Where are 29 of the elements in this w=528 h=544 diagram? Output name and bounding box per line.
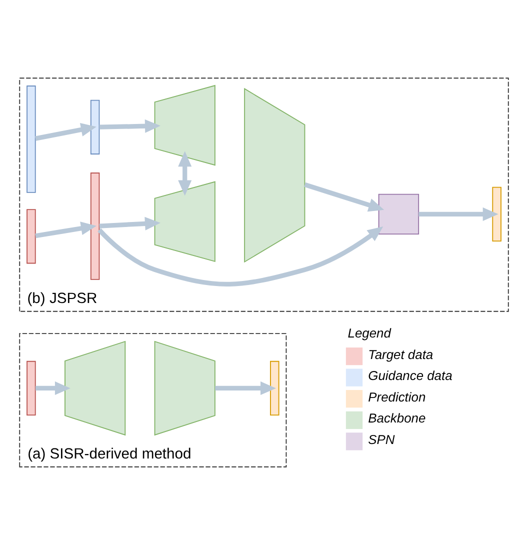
cluster: (a) SISR-derived method <box>19 332 287 467</box>
arrow <box>35 122 96 140</box>
node-bar <box>270 360 280 416</box>
node-bar <box>90 99 100 154</box>
arrow <box>98 226 384 286</box>
arrow <box>35 380 70 394</box>
arrow <box>99 118 160 132</box>
arrow <box>215 380 276 394</box>
cluster: (b) JSPSR <box>19 77 509 312</box>
arrow <box>418 206 498 220</box>
legend-label: SPN <box>368 431 395 446</box>
legend-label: Prediction <box>368 388 426 404</box>
label: Legend <box>348 324 391 340</box>
arrow <box>99 216 160 230</box>
legend-label: Backbone <box>368 410 426 426</box>
node-trapezoid <box>154 340 216 436</box>
legend-label: Guidance data <box>368 368 452 383</box>
node-bar <box>26 85 36 192</box>
node-box <box>378 193 420 234</box>
node-bar <box>26 208 36 264</box>
node-bar <box>492 186 502 241</box>
arrow <box>178 150 192 196</box>
node-bar <box>90 172 100 280</box>
node-bar <box>26 360 36 416</box>
arrow <box>304 182 384 212</box>
node-trapezoid <box>64 340 126 436</box>
legend-label: Target data <box>368 346 434 362</box>
node-trapezoid <box>244 87 306 262</box>
arrow <box>35 221 96 238</box>
